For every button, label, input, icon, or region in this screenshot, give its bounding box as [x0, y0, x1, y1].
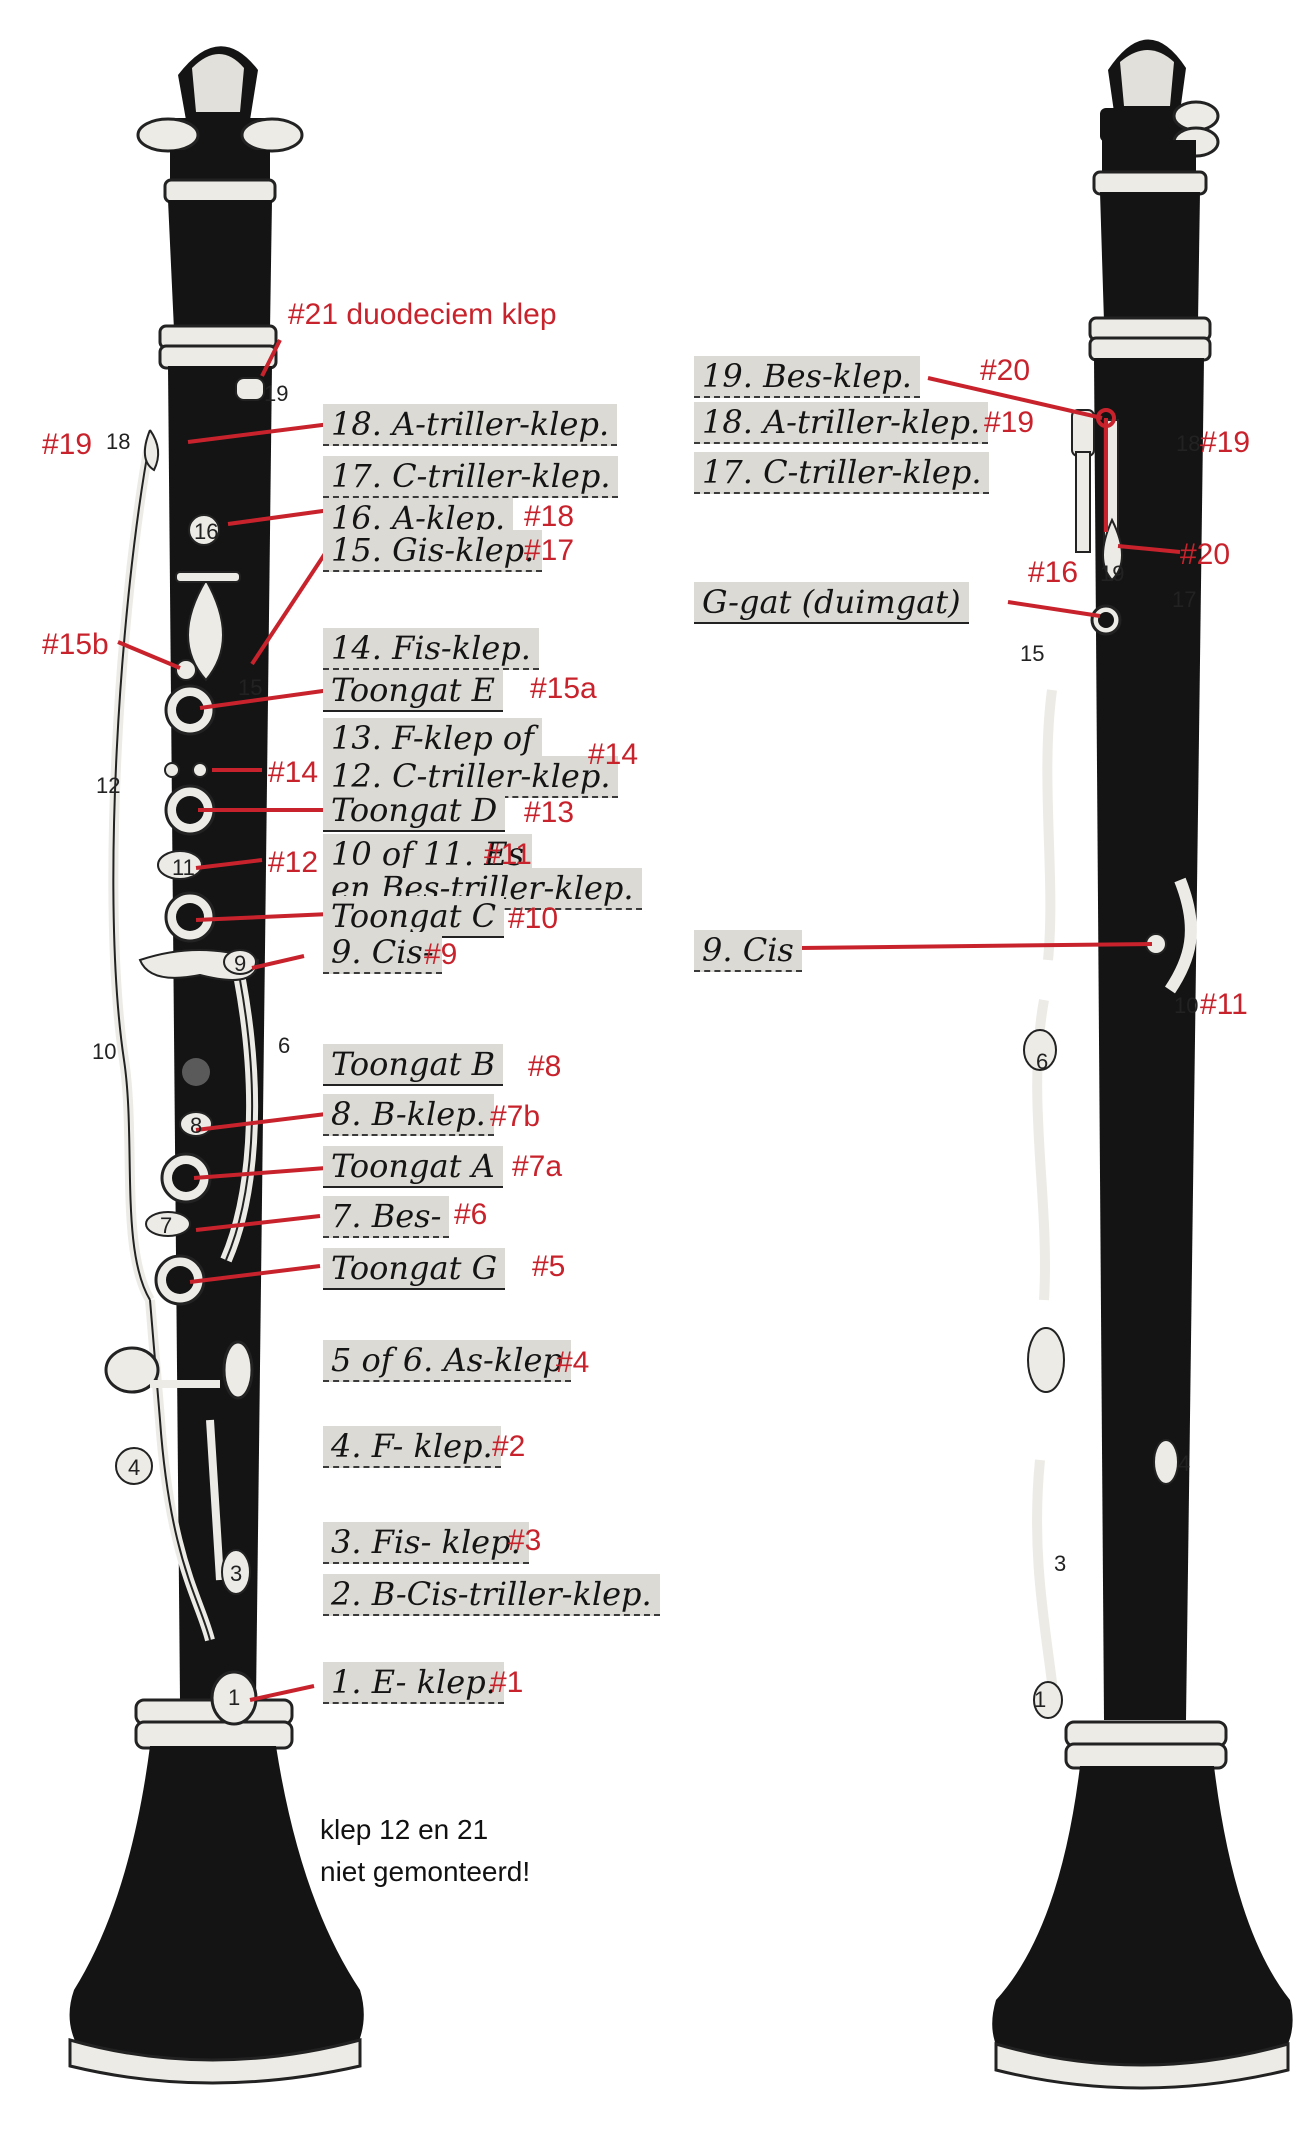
marker-11: #11: [484, 838, 532, 871]
key-number: 19: [1100, 561, 1125, 586]
key-number: 1: [1034, 1687, 1047, 1712]
label-toongat-b: Toongat B: [323, 1044, 504, 1086]
key-number: 19: [264, 381, 289, 406]
key-number: 11: [172, 855, 195, 880]
marker-5: #5: [532, 1250, 566, 1283]
marker-19-right: #19: [1200, 426, 1251, 459]
label-4-f-klep: 4. F- klep.: [323, 1426, 501, 1468]
label-14-fis-klep: 14. Fis-klep.: [323, 628, 539, 670]
key-number: 10: [92, 1039, 117, 1064]
pointer-lines: [117, 339, 1181, 1702]
label-toongat-a: Toongat A: [323, 1146, 503, 1188]
marker-11-right: #11: [1200, 988, 1248, 1021]
key-number: 3: [1054, 1551, 1067, 1576]
label-8-b-klep: 8. B-klep.: [323, 1094, 494, 1136]
marker-7b: #7b: [490, 1100, 541, 1133]
label-18-a-triller-klep: 18. A-triller-klep.: [323, 404, 618, 446]
label-toongat-e: Toongat E: [323, 670, 503, 712]
label-toongat-d: Toongat D: [323, 790, 506, 832]
key-number: 4: [1178, 1451, 1191, 1476]
marker-6: #6: [454, 1198, 488, 1231]
note-line-2: niet gemonteerd!: [320, 1856, 531, 1887]
label-2-b-cis-triller-klep: 2. B-Cis-triller-klep.: [323, 1574, 660, 1616]
label-toongat-g: Toongat G: [323, 1248, 506, 1290]
marker-15a: #15a: [530, 672, 597, 705]
marker-10: #10: [508, 902, 559, 935]
key-number: 16: [194, 519, 219, 544]
key-number: 18: [1176, 431, 1201, 456]
label-15-gis-klep: 15. Gis-klep.: [323, 530, 543, 572]
marker-17: #17: [524, 534, 575, 567]
label-g-gat-duimgat: G-gat (duimgat): [694, 582, 969, 624]
label-7-bes: 7. Bes-: [323, 1196, 450, 1238]
marker-20-top: #20: [980, 354, 1031, 387]
marker-7a: #7a: [512, 1150, 563, 1183]
key-number: 10: [1174, 993, 1199, 1018]
marker-21: #21 duodeciem klep: [288, 298, 557, 331]
label-9-cis-right: 9. Cis: [694, 930, 802, 972]
key-number: 17: [1172, 587, 1197, 612]
marker-18: #18: [524, 500, 575, 533]
key-number: 4: [128, 1455, 141, 1480]
label-17-c-triller-klep: 17. C-triller-klep.: [323, 456, 619, 498]
label-5-of-6-as-klep: 5 of 6. As-klep: [323, 1340, 571, 1382]
key-number: 8: [190, 1113, 203, 1138]
marker-14-label: #14: [588, 738, 639, 771]
key-number: 18: [106, 429, 131, 454]
label-17-c-triller-klep-right: 17. C-triller-klep.: [694, 452, 990, 494]
marker-12: #12: [268, 846, 319, 879]
key-number: 6: [278, 1033, 291, 1058]
label-1-e-klep: 1. E- klep.: [323, 1662, 504, 1704]
marker-2: #2: [492, 1430, 526, 1463]
marker-19-left: #19: [42, 428, 93, 461]
left-clarinet: [68, 46, 364, 2085]
label-toongat-c: Toongat C: [323, 896, 505, 938]
marker-3: #3: [508, 1524, 542, 1557]
marker-19-mid: #19: [984, 406, 1035, 439]
marker-15b: #15b: [42, 628, 109, 661]
key-number: 6: [1036, 1049, 1049, 1074]
note-line-1: klep 12 en 21: [320, 1814, 489, 1845]
marker-8: #8: [528, 1050, 562, 1083]
key-number: 1: [228, 1685, 241, 1710]
right-clarinet: [992, 39, 1293, 2090]
label-18-a-triller-klep-right: 18. A-triller-klep.: [694, 402, 989, 444]
label-3-fis-klep: 3. Fis- klep.: [323, 1522, 529, 1564]
marker-13: #13: [524, 796, 575, 829]
marker-1: #1: [490, 1666, 524, 1699]
key-number: 7: [160, 1213, 173, 1238]
marker-14-instrument: #14: [268, 756, 319, 789]
label-9-cis: 9. Cis-: [323, 932, 442, 974]
label-13-f-klep-of: 13. F-klep of: [323, 718, 542, 760]
marker-9: #9: [424, 938, 458, 971]
key-number: 15: [1020, 641, 1045, 666]
marker-20-side: #20: [1180, 538, 1231, 571]
marker-4: #4: [556, 1346, 590, 1379]
key-number: 9: [234, 951, 247, 976]
key-number: 12: [96, 773, 121, 798]
label-19-bes-klep: 19. Bes-klep.: [694, 356, 920, 398]
marker-16: #16: [1028, 556, 1079, 589]
key-number: 3: [230, 1561, 243, 1586]
key-number: 15: [238, 675, 263, 700]
